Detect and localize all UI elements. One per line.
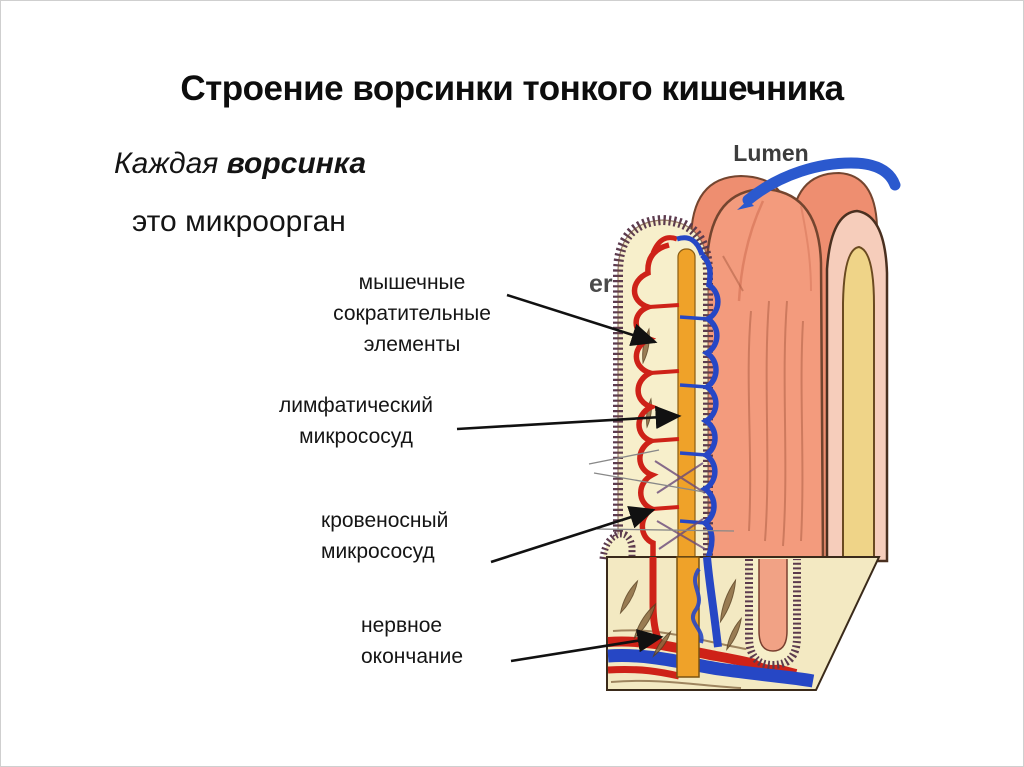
lumen-arrow-arc (737, 157, 901, 210)
thin-leader-lines (588, 449, 735, 532)
intro-word-kazhdaya: Каждая (114, 147, 219, 180)
venule (607, 649, 815, 688)
lumen-label: Lumen (733, 140, 808, 166)
intact-villus (705, 187, 825, 565)
page-title: Строение ворсинки тонкого кишечника (180, 69, 844, 108)
nerve-fibres (654, 460, 706, 550)
arrow-lymphatic-vessel (456, 405, 682, 431)
villus-surface-streaks (722, 255, 804, 547)
intro-text-line2: это микроорган (132, 205, 346, 238)
intestinal-crypt (745, 559, 801, 670)
tissue-base-block (606, 556, 881, 691)
blood-microvessel-blue (679, 252, 721, 565)
cutaway-villus (613, 214, 721, 566)
label-lymphatic-microvessel: лимфатический микрососуд (278, 394, 434, 448)
intro-word-vorsinka: ворсинка (226, 147, 367, 180)
central-lacteal (677, 248, 696, 566)
cropped-label-er: er (589, 270, 613, 298)
cut-villus-cross-section (825, 209, 889, 563)
partial-villus-base (599, 530, 636, 560)
lacteal-base (676, 556, 700, 678)
callout-arrows (456, 293, 682, 663)
label-muscle-contractile-elements: мышечные сократительные элементы (333, 271, 491, 356)
intro-text-line1: Каждая ворсинка (114, 147, 366, 181)
label-nerve-ending: нервное окончание (361, 614, 464, 668)
arrow-muscle-elements (506, 293, 658, 347)
label-blood-microvessel: кровеносный микрососуд (321, 509, 449, 563)
arrow-nerve-ending (510, 629, 664, 663)
blood-microvessel-red (631, 242, 680, 563)
arrow-blood-vessel (490, 506, 656, 564)
